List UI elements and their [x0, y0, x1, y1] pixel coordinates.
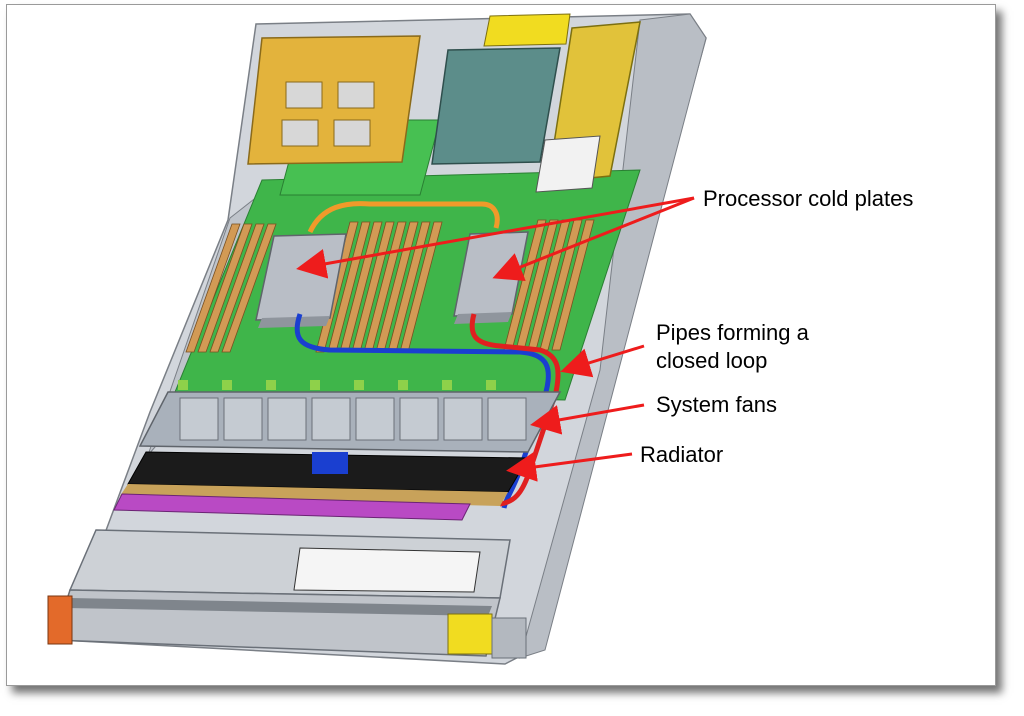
label-pipes-line-1: Pipes forming a	[656, 320, 810, 345]
riser-cage	[247, 35, 421, 165]
label-system-fans: System fans	[656, 392, 777, 417]
arrow-cold-plate-right	[492, 196, 695, 282]
front-drive-bay	[52, 529, 511, 657]
front-ear-right	[491, 617, 527, 659]
arrow-pipes	[560, 344, 645, 378]
arrow-fans	[530, 403, 645, 435]
power-supply	[535, 21, 641, 193]
arrow-radiator	[506, 451, 633, 482]
arrow-cold-plate-left	[296, 196, 695, 279]
drive-backplane-rail	[113, 493, 471, 521]
cold-plate-right	[453, 231, 529, 324]
label-processor-cold-plates: Processor cold plates	[703, 186, 913, 211]
front-handle-right	[447, 613, 493, 655]
red-pipe	[469, 313, 561, 507]
label-pipes-line-2: closed loop	[656, 348, 767, 373]
blue-pipe	[294, 313, 551, 509]
front-handle-left	[47, 595, 73, 645]
radiator	[120, 451, 529, 506]
expansion-card	[431, 13, 571, 165]
callout-arrows	[296, 196, 695, 482]
orange-pipe	[307, 201, 500, 234]
label-radiator: Radiator	[640, 442, 723, 467]
